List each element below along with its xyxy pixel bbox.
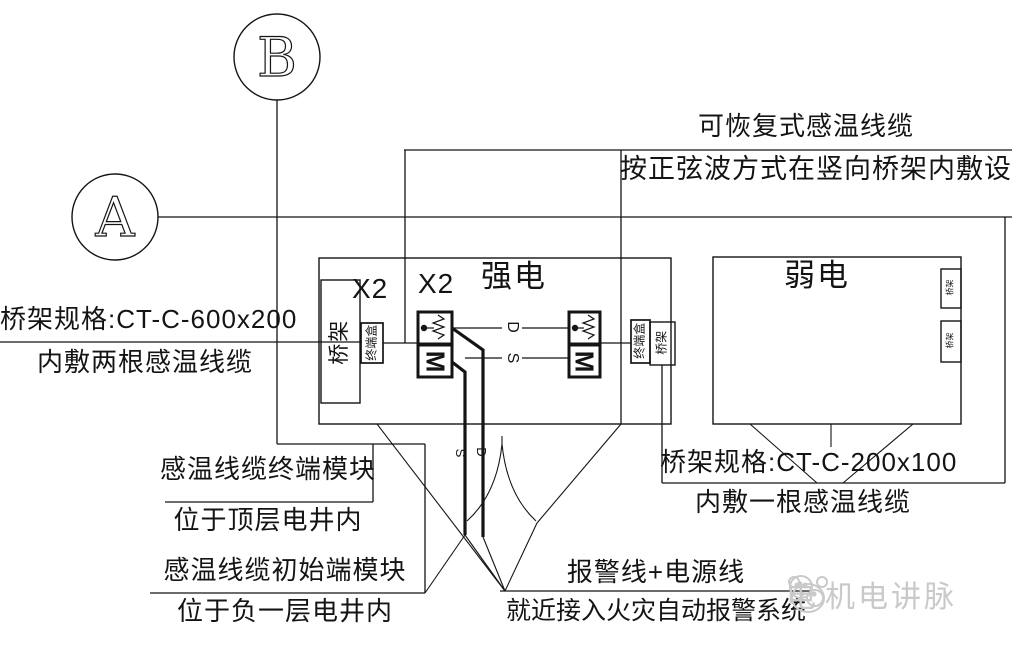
- annotation-right-tray-spec-line2: 内敷一根感温线缆: [694, 487, 911, 517]
- annotation-alarm-power-line2: 就近接入火灾自动报警系统: [505, 597, 806, 625]
- axis-letter-a: A: [95, 186, 136, 249]
- junction-dot-left: [420, 324, 428, 332]
- leader-strongbox-to-alarm: [376, 423, 506, 592]
- small-tray-box-bottom: [940, 320, 962, 363]
- leader-riser-d-to-alarm: [482, 536, 506, 592]
- watermark-text-suffix: 机电讲脉: [825, 581, 957, 614]
- leader-diagonals: [376, 423, 914, 594]
- label-monitor-module-right: M: [569, 350, 600, 373]
- equipment-boxes: [318, 256, 962, 425]
- label-monitor-module-left: M: [420, 350, 451, 373]
- annotation-terminal-module-line2: 位于顶层电井内: [173, 505, 363, 535]
- label-terminal-box-right: 终端盒: [632, 322, 647, 359]
- label-terminal-box-left: 终端盒: [364, 324, 379, 361]
- annotation-left-tray-spec-line2: 内敷两根感温线缆: [36, 347, 253, 377]
- annotation-left-tray-spec-line1: 桥架规格:CT-C-600x200: [0, 304, 298, 334]
- vertical-tray-box-left: [320, 279, 361, 404]
- leader-riser-to-initial: [424, 534, 466, 594]
- annotation-recoverable-cable-line1: 可恢复式感温线缆: [697, 111, 914, 141]
- label-small-tray-top: 桥架: [945, 279, 955, 296]
- riser-cable-d: [451, 326, 485, 537]
- riser-cable-s: [451, 360, 467, 535]
- annotation-alarm-power-line1: 报警线+电源线: [566, 557, 746, 587]
- small-tray-box-top: [940, 268, 962, 309]
- strong-power-box: [318, 257, 672, 425]
- label-wire-s: S: [502, 347, 522, 369]
- zigzag-right: [581, 314, 596, 340]
- annotation-initial-module-line2: 位于负一层电井内: [176, 596, 393, 626]
- label-x2-right: X2: [418, 268, 455, 299]
- annotation-initial-module-line1: 感温线缆初始端模块: [163, 555, 407, 585]
- annotation-recoverable-cable-line2: 按正弦波方式在竖向桥架内敷设: [620, 154, 1012, 184]
- annotation-terminal-module-line1: 感温线缆终端模块: [160, 454, 377, 484]
- terminal-box-left: [360, 322, 384, 364]
- watermark: 电 机电讲脉: [786, 572, 957, 616]
- leader-right-riser-lower: [504, 522, 538, 592]
- junction-dot-right: [571, 324, 579, 332]
- thermistor-symbols: [420, 314, 596, 340]
- label-x2-left: X2: [352, 273, 389, 304]
- label-weak-power: 弱电: [784, 258, 850, 293]
- label-strong-power: 强电: [481, 259, 547, 294]
- monitor-module-box-right: [567, 343, 602, 379]
- label-riser-s: S: [453, 448, 468, 458]
- wechat-icon: [789, 575, 824, 607]
- connector-lines: [0, 100, 1012, 594]
- label-small-tray-bottom: 桥架: [945, 332, 955, 349]
- leader-riser-s-to-alarm: [464, 534, 506, 592]
- label-riser-d: D: [474, 447, 489, 457]
- vertical-tray-box-right: [649, 321, 676, 366]
- zigzag-left: [431, 314, 446, 340]
- leader-right-riser-upper: [536, 423, 622, 524]
- leader-weakbox-left: [749, 423, 818, 484]
- monitor-module-box-left: [416, 343, 454, 379]
- label-tray-vertical-left: 桥架: [328, 318, 352, 365]
- annotation-right-tray-spec-line1: 桥架规格:CT-C-200x100: [660, 447, 958, 477]
- label-tray-vertical-right: 桥架: [654, 330, 669, 355]
- riser-cables: [451, 326, 485, 537]
- label-wire-d: D: [502, 316, 522, 338]
- leader-brace-curves: [466, 436, 537, 522]
- leader-weakbox-right: [842, 423, 914, 484]
- axis-letter-b: B: [257, 26, 297, 89]
